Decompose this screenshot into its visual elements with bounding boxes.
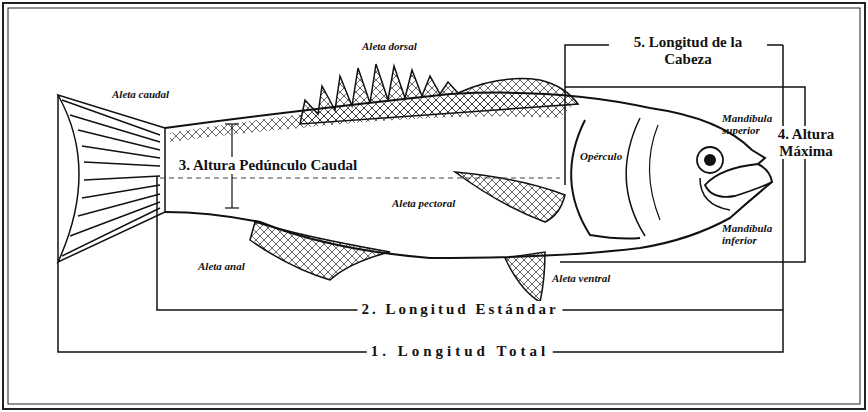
dimension-label: 4. Altura Máxima [773, 126, 839, 159]
dimension-label: 2. Longitud Estándar [357, 301, 562, 318]
part-label: Opérculo [580, 150, 622, 162]
part-label: Mandíbula superior [722, 112, 780, 136]
fin-label: Aleta dorsal [362, 40, 417, 52]
dimension-label: 3. Altura Pedúnculo Caudal [175, 157, 361, 174]
dimension-label: 5. Longitud de la Cabeza [609, 34, 767, 67]
dimension-label: 1. Longitud Total [367, 343, 553, 360]
fin-label: Aleta anal [198, 260, 245, 272]
fin-label: Aleta ventral [552, 272, 610, 284]
part-label: Mandíbula inferior [722, 222, 780, 246]
fin-label: Aleta pectoral [392, 197, 455, 209]
fin-label: Aleta caudal [112, 88, 169, 100]
